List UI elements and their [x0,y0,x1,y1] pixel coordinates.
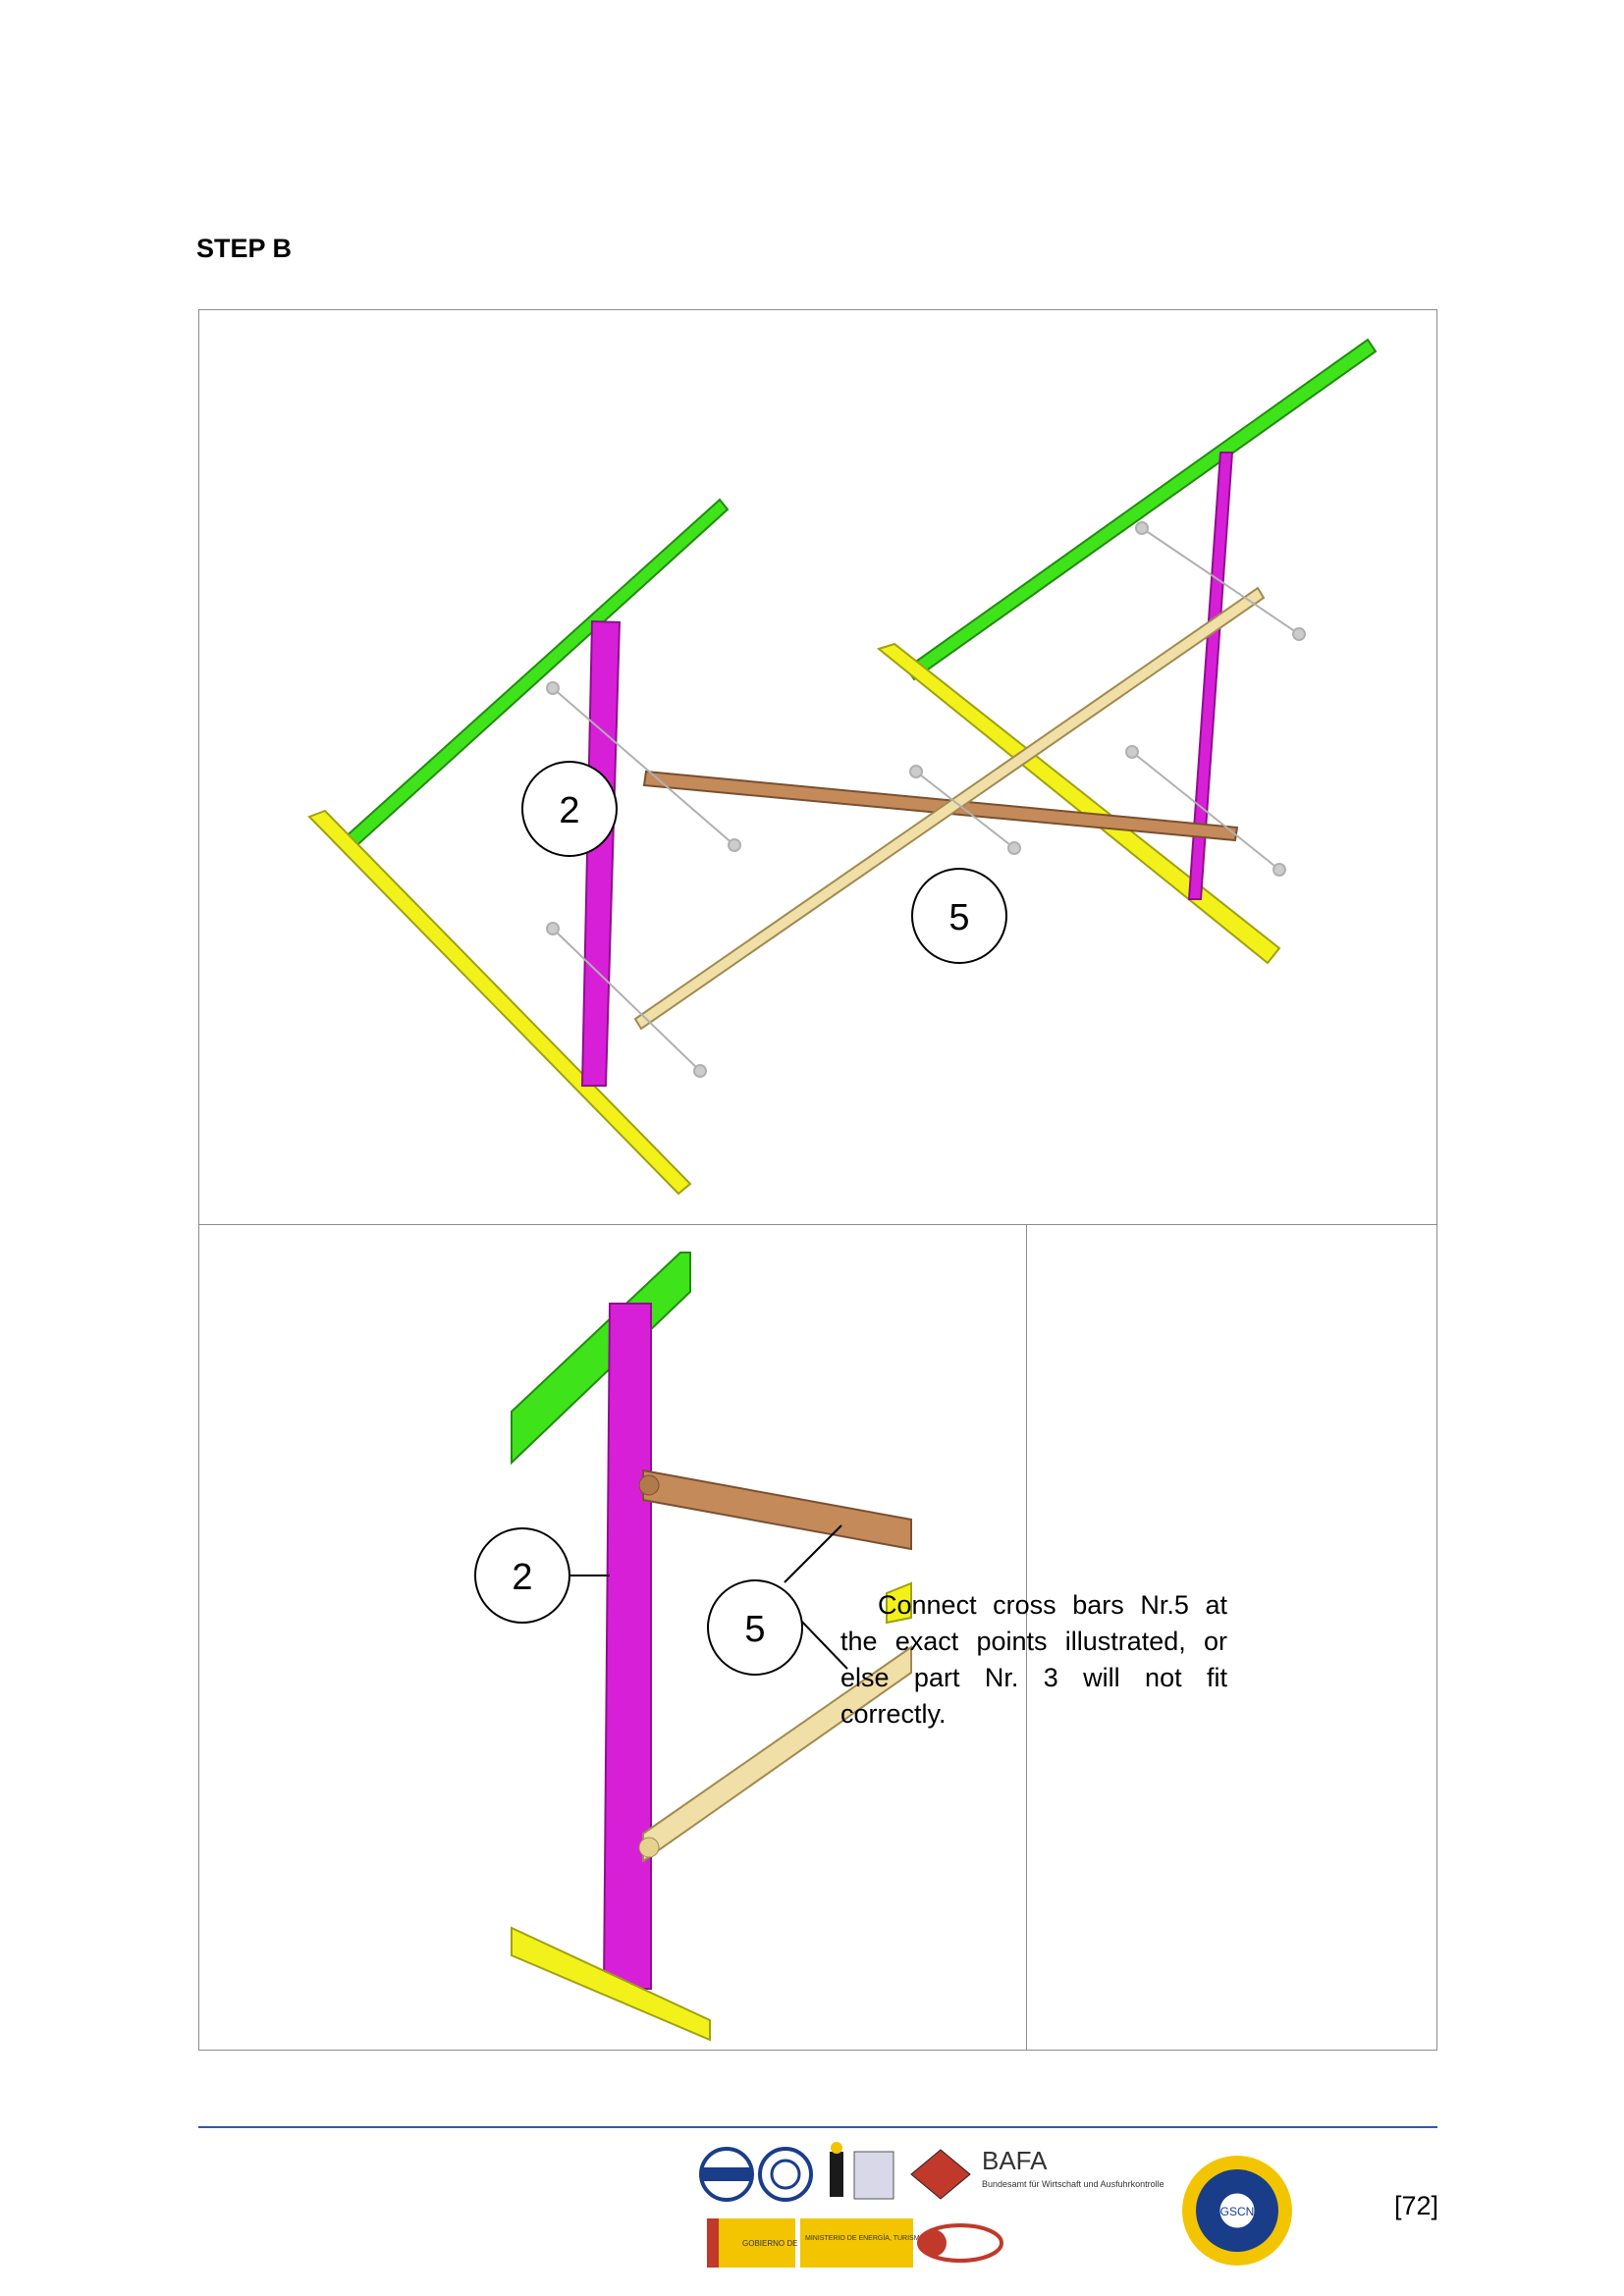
callout-part-2-label: 2 [559,790,579,831]
bolt-hints [546,521,1306,1078]
detail-view-illustration: 2 5 [474,1252,912,2042]
logo-dgp [699,2147,754,2202]
figure-table: 2 5 2 5 [198,309,1437,2051]
ministerio-label: MINISTERIO DE ENERGÍA, TURISMO Y AGENDA … [805,2233,990,2242]
light-cross-bar [633,586,1266,1031]
logo-portrait [853,2151,894,2200]
callout-part-2 [521,761,618,857]
footer-rule [198,2126,1437,2128]
step-title: STEP B [196,234,293,263]
assembly-overview-cell: 2 5 [199,310,1436,1225]
detail-green-bar [511,1252,691,1466]
detail-callout-part-2 [474,1527,570,1624]
logo-red-badge [917,2223,1003,2263]
detail-callout-part-5 [707,1579,803,1676]
detail-view-cell: 2 5 [199,1225,1027,2050]
instruction-text: Connect cross bars Nr.5 at the exact poi… [840,1590,1227,1729]
page-number: [72] [1394,2191,1439,2220]
right-magenta-bar [1187,452,1234,900]
detail-yellow-fragment [886,1581,912,1625]
left-yellow-bar [307,809,692,1196]
assembly-overview-illustration: 2 5 [307,338,1378,1196]
detail-dark-cross-bar [642,1468,912,1551]
left-magenta-bar [580,619,622,1087]
dark-cross-bar [642,770,1239,842]
logo-cecc [758,2147,813,2202]
gscn-label: GSCN [1220,2205,1255,2218]
bafa-subtitle: Bundesamt für Wirtschaft und Ausfuhrkont… [982,2179,1164,2189]
detail-magenta-bar [602,1303,652,1990]
logo-gscn: GSCN [1182,2156,1292,2266]
callout-part-5 [911,868,1007,964]
right-yellow-bar [876,642,1281,965]
detail-callout-part-5-label: 5 [744,1609,765,1650]
bafa-title: BAFA [982,2146,1048,2175]
right-green-bar [904,338,1378,681]
logo-e-mark [830,2142,843,2197]
sponsor-logos: BAFA Bundesamt für Wirtschaft und Ausfuh… [699,2142,1292,2268]
logo-ministerio: MINISTERIO DE ENERGÍA, TURISMO Y AGENDA … [800,2218,990,2268]
callout-part-5-label: 5 [948,897,969,938]
detail-yellow-bar [511,1926,711,2042]
logo-gobierno-espana: GOBIERNO DE ESPAÑA [707,2218,832,2268]
logo-bafa: BAFA Bundesamt für Wirtschaft und Ausfuh… [910,2146,1164,2200]
gobierno-label: GOBIERNO DE ESPAÑA [742,2239,832,2248]
detail-callout-part-2-label: 2 [512,1557,532,1598]
